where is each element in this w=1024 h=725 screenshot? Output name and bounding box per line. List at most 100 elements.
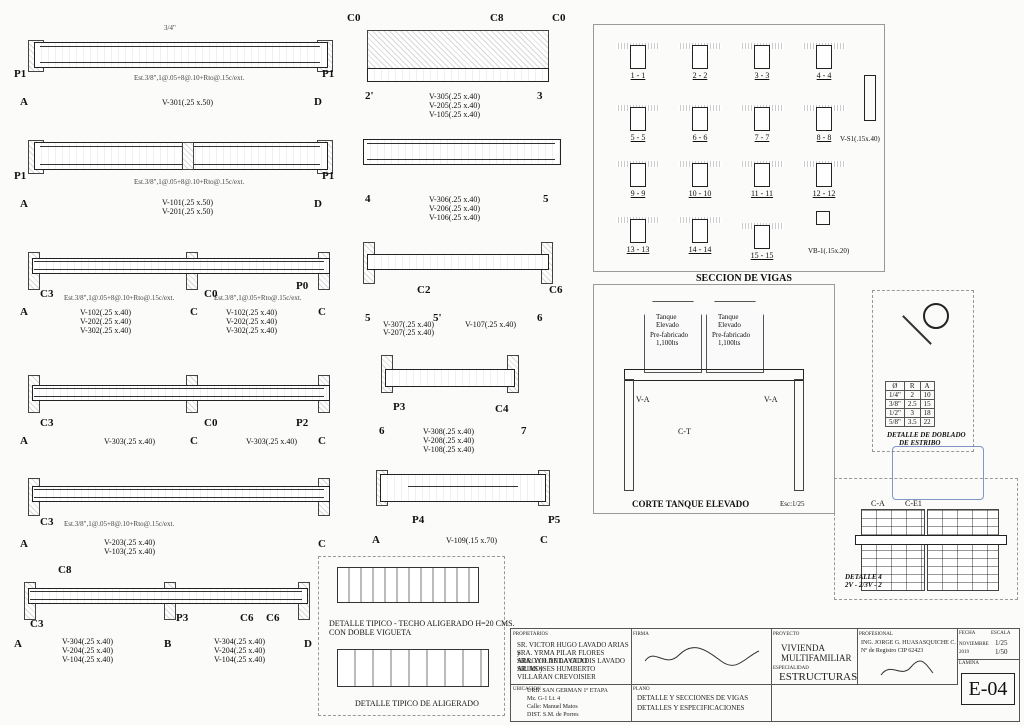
section-11-11: 11 - 11 — [740, 159, 784, 199]
tank-label-va2: V-A — [764, 395, 778, 404]
col-label: C0 — [204, 417, 218, 429]
top-rebar — [34, 261, 324, 262]
top-rebar — [40, 146, 320, 147]
beam-name: V-304(.25 x.40) — [62, 637, 114, 646]
tank-1 — [644, 301, 702, 373]
beam-name: V-204(.25 x.40) — [62, 646, 114, 655]
axis-label: A — [20, 306, 28, 318]
bottom-rebar — [34, 269, 324, 270]
axis-label: 5' — [433, 312, 442, 324]
col-label: P1 — [322, 170, 335, 182]
beam-name: V-105(.25 x.40) — [429, 110, 481, 119]
axis-label: 4 — [365, 193, 371, 205]
col-label: C3 — [40, 417, 54, 429]
beam-v203: Est.3/8",1@.05+8@.10+Rto@.15c/ext. C3 A … — [14, 458, 344, 558]
axis-label: C — [318, 538, 326, 550]
col-label: C6 — [240, 612, 254, 624]
sections-title: SECCION DE VIGAS — [696, 273, 792, 284]
top-rebar — [367, 143, 555, 144]
professional-cell: PROFESIONAL ING. JORGE G. HUASASQUICHE C… — [857, 629, 958, 685]
tank1-label: Pre-fabricado — [650, 331, 689, 339]
beam-v306: 4 5 V-306(.25 x.40) V-206(.25 x.40) V-10… — [345, 125, 585, 225]
beam-v109: P4 P5 A C V-109(.15 x.70) — [368, 462, 560, 550]
section-3-3: 3 - 3 — [740, 41, 784, 81]
tank1-label: Tanque — [656, 313, 677, 321]
tank-scale: Esc:1/25 — [780, 500, 805, 508]
detail4-label-a: C-A — [871, 499, 885, 508]
col-label: C4 — [495, 403, 509, 415]
col-label: C0 — [204, 288, 218, 300]
beam-name: V-204(.25 x.40) — [214, 646, 266, 655]
slab-title-2: DETALLE TIPICO DE ALIGERADO — [355, 699, 479, 708]
axis-label: C — [318, 306, 326, 318]
axis-label: D — [314, 198, 322, 210]
beam-v305: C0 C8 C0 2' 3 V-305(.25 x.40) V-205(.25 … — [345, 10, 585, 122]
beam-name: V-301(.25 x.50) — [162, 98, 214, 107]
bottom-rebar — [34, 396, 324, 397]
signature — [644, 647, 760, 666]
beam-v101: Est.3/8",1@.05+8@.10+Rto@.15c/ext. P1 P1… — [14, 118, 344, 218]
stirrup-title: DETALLE DE DOBLADO — [887, 431, 966, 439]
tank2-label: Pre-fabricado — [712, 331, 751, 339]
beam-name: V-101(.25 x.50) — [162, 198, 214, 207]
slab-title-1: DETALLE TIPICO - TECHO ALIGERADO H=20 CM… — [329, 619, 515, 628]
detail4-beam — [855, 535, 1007, 545]
beam-name: V-302(.25 x.40) — [226, 326, 278, 335]
beam-name: V-207(.25 x.40) — [383, 328, 435, 337]
section-vs1: V-S1(.15x.40) — [840, 135, 880, 143]
bottom-rebar — [367, 159, 555, 160]
detail4-sub: 2V - 2/3V - 2 — [845, 581, 882, 589]
signature-cell: FIRMA — [631, 629, 772, 685]
tank2-label: 1,100lts — [718, 339, 741, 347]
axis-label: D — [304, 638, 312, 650]
slab-title-1b: CON DOBLE VIGUETA — [329, 628, 412, 637]
bottom-rebar — [40, 62, 320, 63]
beam-name: V-306(.25 x.40) — [429, 195, 481, 204]
col-label: P0 — [296, 280, 309, 292]
section-15-15: 15 - 15 — [740, 221, 784, 261]
col-label: P1 — [14, 68, 27, 80]
beam-name: V-109(.15 x.70) — [446, 536, 498, 545]
tank-label-ct: C-T — [678, 427, 691, 436]
section-6-6: 6 - 6 — [678, 103, 722, 143]
top-rebar — [34, 489, 324, 490]
section-5-5: 5 - 5 — [616, 103, 660, 143]
tank-column-right — [794, 379, 804, 491]
section-vb1: VB-1(.15x.20) — [808, 247, 850, 255]
axis-label: A — [20, 538, 28, 550]
section-10-10: 10 - 10 — [678, 159, 722, 199]
col-label: P3 — [393, 401, 406, 413]
tank-slab — [624, 369, 804, 381]
col-label: C2 — [417, 284, 431, 296]
slab-section-1 — [337, 567, 479, 603]
tank1-label: 1,100lts — [656, 339, 679, 347]
axis-label: 5 — [543, 193, 549, 205]
axis-label: 2' — [365, 90, 374, 102]
beam-name: V-307(.25 x.40) — [383, 320, 435, 329]
axis-label: A — [20, 435, 28, 447]
sheet-cell: LAMINA E-04 — [957, 659, 1019, 721]
beam-body — [32, 258, 330, 274]
tank-label-va: V-A — [636, 395, 650, 404]
tank-2 — [706, 301, 764, 373]
section-4-4: 4 - 4 — [802, 41, 846, 81]
bottom-rebar — [40, 164, 320, 165]
section-13-13: 13 - 13 — [616, 215, 660, 255]
plan-cell: PLANO DETALLE Y SECCIONES DE VIGAS DETAL… — [631, 684, 772, 721]
axis-label: A — [372, 534, 380, 546]
axis-label: A — [14, 638, 22, 650]
col-label: C6 — [266, 612, 280, 624]
beam-name: V-305(.25 x.40) — [429, 92, 481, 101]
beam-name: V-104(.25 x.40) — [214, 655, 266, 664]
axis-label: 7 — [521, 425, 527, 437]
beam-body — [367, 254, 549, 270]
stirrup-hook — [923, 303, 949, 329]
beam-name: V-302(.25 x.40) — [80, 326, 132, 335]
beam-body — [32, 385, 330, 401]
axis-label: C — [190, 306, 198, 318]
stirrup-title: DE ESTRIBO — [899, 439, 941, 447]
beam-body — [380, 474, 546, 502]
